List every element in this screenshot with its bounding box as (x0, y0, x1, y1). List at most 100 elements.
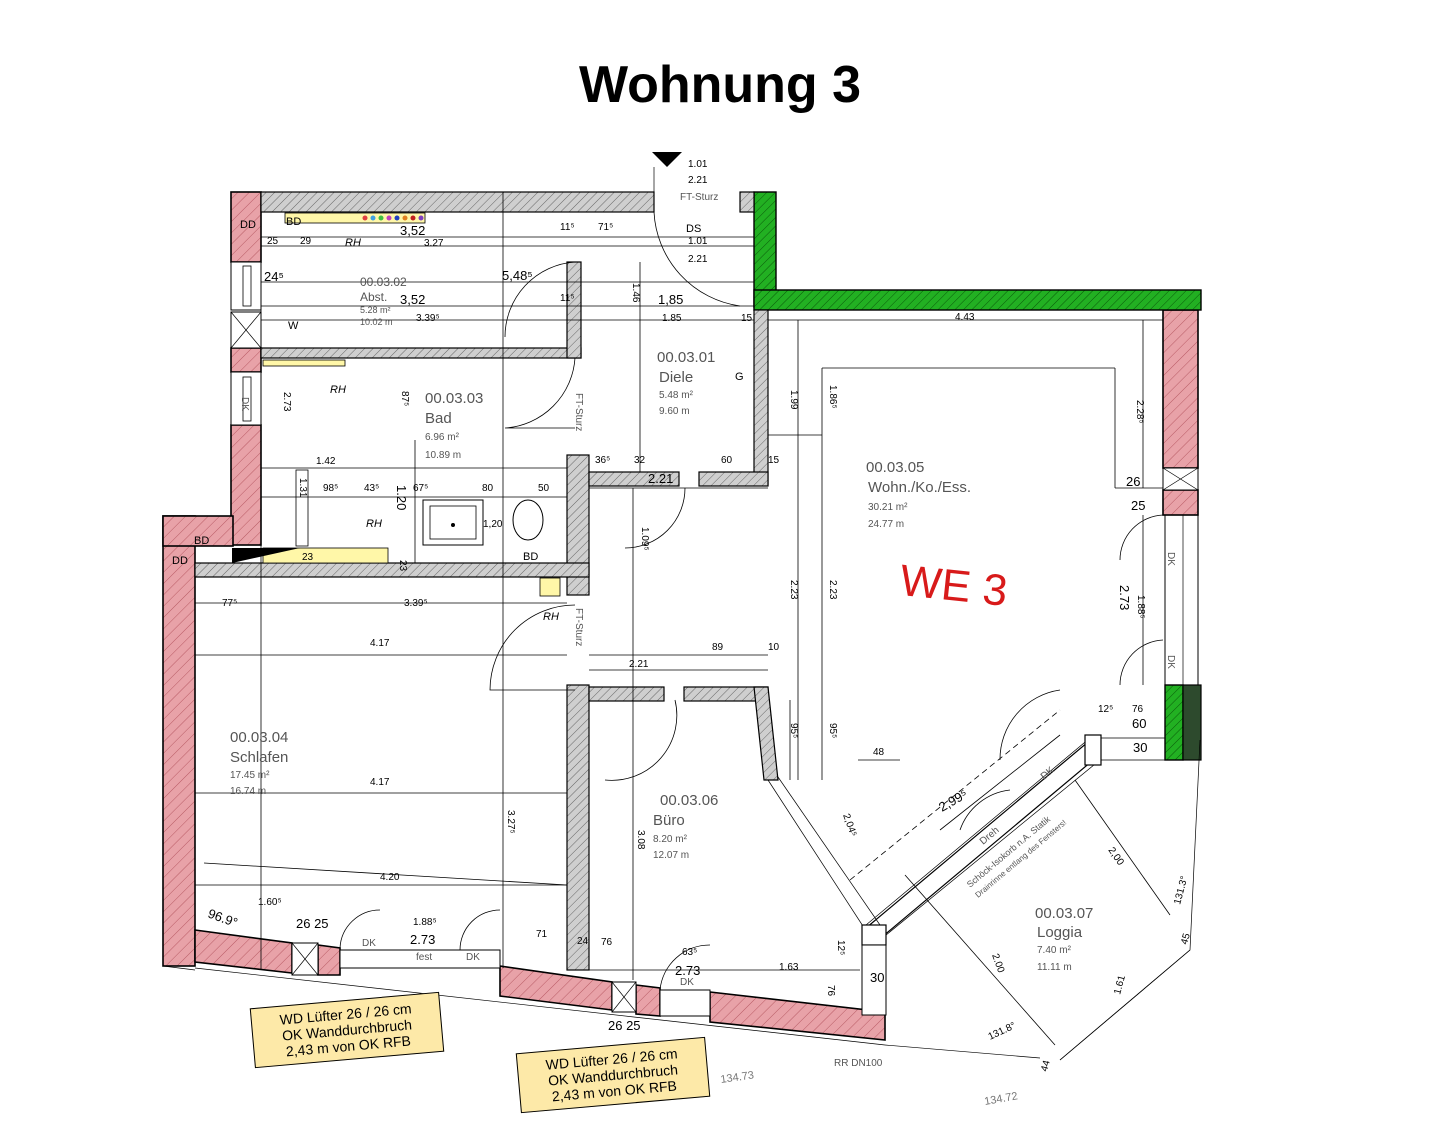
ds-label: DS (686, 223, 701, 235)
apartment-label: WE 3 (898, 556, 1010, 616)
room-id: 00.03.05 (866, 459, 924, 476)
dk-label: DK (1165, 552, 1176, 566)
dimension-label: 11⁵ (560, 222, 575, 233)
dimension-label: 26 25 (608, 1018, 641, 1033)
dimension-label: 32 (634, 455, 646, 466)
reference-lines (195, 192, 1191, 1061)
dimension-label: 2.21 (688, 175, 708, 186)
dimension-label: 2.00 (989, 952, 1006, 974)
dimension-label: 3.39⁵ (404, 598, 428, 609)
dimension-label: 1.60⁵ (258, 897, 282, 908)
angle-label: 131.8° (987, 1020, 1018, 1042)
dimension-label: 48 (873, 747, 885, 758)
room-name: Abst. (360, 290, 387, 304)
room-perimeter: 12.07 m (653, 850, 689, 861)
dimension-label: 87⁵ (399, 391, 410, 406)
dimension-label: 4.17 (370, 777, 390, 788)
room-area: 5.48 m² (659, 390, 694, 401)
room-area: 30.21 m² (868, 502, 908, 513)
dimension-label: 60 (721, 455, 733, 466)
doors (339, 211, 1164, 991)
dimension-label: 80 (482, 483, 494, 494)
dimension-label: 23 (302, 552, 314, 563)
room-perimeter: 16.74 m (230, 786, 266, 797)
dimension-label: 26 (1126, 474, 1140, 489)
exterior-walls (162, 191, 1199, 1041)
dimension-label: 1.31 (297, 478, 308, 498)
bathroom-fixtures (295, 469, 544, 547)
room-perimeter: 9.60 m (659, 406, 690, 417)
dimension-label: 10 (768, 642, 780, 653)
room-name: Bad (425, 410, 452, 427)
room-wohnen: 00.03.05 Wohn./Ko./Ess. 30.21 m² 24.77 m (866, 459, 971, 530)
interior-walls (194, 191, 779, 971)
room-name: Büro (653, 812, 685, 829)
room-area: 7.40 m² (1037, 945, 1072, 956)
w-label: W (288, 320, 299, 332)
dk-label: DK (680, 977, 694, 988)
dimension-label: 3.27⁵ (505, 810, 516, 834)
room-name: Wohn./Ko./Ess. (868, 479, 971, 496)
dd-label: DD (240, 219, 256, 231)
room-name: Schlafen (230, 749, 288, 766)
room-perimeter: 24.77 m (868, 519, 904, 530)
room-name: Diele (659, 369, 693, 386)
dimension-label: 2.23 (827, 580, 838, 600)
dk-label: DK (1165, 655, 1176, 669)
room-perimeter: 11.11 m (1037, 962, 1072, 973)
elevation-label: 134.72 (983, 1090, 1018, 1108)
dimension-label: 23 (397, 560, 408, 572)
room-id: 00.03.07 (1035, 905, 1093, 922)
fixture-strip (232, 212, 561, 597)
room-id: 00.03.02 (360, 275, 407, 289)
dimension-label: 2.73 (281, 392, 292, 412)
dimension-label: 2.23 (788, 580, 799, 600)
dimension-label: 2,00 (1106, 845, 1126, 868)
bd-label: BD (194, 535, 209, 547)
room-loggia: 00.03.07 Loggia 7.40 m² 11.11 m (1035, 905, 1093, 973)
dimension-label: 1.63 (779, 962, 799, 973)
dk-label: DK (1039, 765, 1057, 783)
dimension-label: 24 (577, 936, 589, 947)
room-bad: 00.03.03 Bad 6.96 m² 10.89 m (425, 390, 483, 461)
dimension-label: 24⁵ (264, 269, 284, 284)
green-walls (753, 191, 1202, 761)
dimension-label: 15 (741, 313, 753, 324)
dimension-label: 30 (870, 970, 884, 985)
rh-label: RH (366, 518, 382, 530)
dimension-label: 25 (1131, 498, 1145, 513)
dk-label: DK (362, 938, 376, 949)
room-area: 8.20 m² (653, 834, 688, 845)
dimension-label: 12⁵ (835, 940, 846, 955)
dimension-label: 11⁵ (560, 293, 575, 304)
dimension-label: 60 (1132, 716, 1146, 731)
dk-label: DK (239, 397, 250, 411)
dimension-label: 2.73 (410, 932, 435, 947)
page-title: Wohnung 3 (578, 56, 862, 114)
dimension-label: 1.99 (788, 390, 799, 410)
elevation-label: 134.73 (720, 1069, 755, 1086)
rh-label: RH (345, 237, 361, 249)
dimension-label: 2.21 (648, 471, 673, 486)
room-id: 00.03.03 (425, 390, 483, 407)
dimension-label: 98⁵ (323, 483, 338, 494)
dimension-label: 76 (601, 937, 613, 948)
dd-label: DD (172, 555, 188, 567)
dimension-label: 1.42 (316, 456, 336, 467)
dimension-label: 2.73 (1117, 585, 1132, 610)
dimension-label: 67⁵ (413, 483, 428, 494)
room-id: 00.03.04 (230, 729, 288, 746)
dimension-label: 1.85 (662, 313, 682, 324)
room-area: 17.45 m² (230, 770, 270, 781)
dimension-label: 77⁵ (222, 598, 237, 609)
dimension-label: 3.27 (424, 238, 444, 249)
dimension-label: 29 (300, 236, 312, 247)
room-perimeter: 10.89 m (425, 450, 461, 461)
room-abst: 00.03.02 Abst. 5.28 m² 10.02 m (360, 275, 407, 327)
dimension-label: 2,04⁵ (840, 812, 858, 838)
dimension-label: 2.21 (629, 659, 649, 670)
dimension-label: 1,20 (483, 519, 503, 530)
dimension-label: 3.08 (635, 830, 646, 850)
north-arrow-icon (652, 152, 682, 167)
dimension-label: 26 25 (296, 916, 329, 931)
